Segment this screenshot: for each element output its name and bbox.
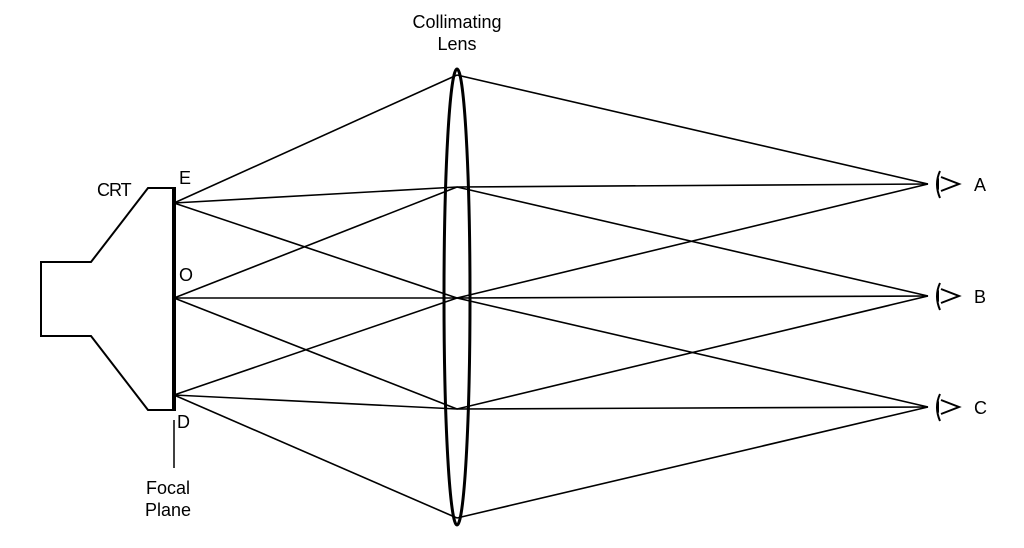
lens-title-line2: Lens bbox=[437, 34, 477, 54]
point-o-label: O bbox=[179, 265, 194, 285]
ray-lens-to-B bbox=[456, 295, 929, 299]
lens-title-line1: Collimating bbox=[412, 12, 502, 32]
focal-plane-line2: Plane bbox=[144, 500, 192, 520]
eye-icon-B bbox=[936, 282, 962, 311]
eye-icon-C bbox=[936, 393, 962, 422]
viewer-b-label: B bbox=[974, 287, 987, 307]
ray-D-to-lens bbox=[173, 394, 458, 410]
ray-D-to-lens bbox=[173, 394, 458, 519]
crt-outline bbox=[40, 187, 175, 411]
ray-lens-to-C bbox=[456, 406, 929, 410]
crt-label: CRT bbox=[97, 180, 132, 200]
point-e-label: E bbox=[179, 168, 192, 188]
ray-lens-to-C bbox=[456, 406, 929, 519]
ray-lens-to-B bbox=[456, 295, 929, 410]
ray-O-to-lens bbox=[173, 186, 458, 299]
eye-icon-A bbox=[936, 170, 962, 199]
viewer-a-label: A bbox=[974, 175, 987, 195]
ray-E-to-lens bbox=[173, 202, 458, 299]
collimating-lens bbox=[442, 67, 472, 527]
ray-D-to-lens bbox=[173, 297, 458, 396]
point-d-label: D bbox=[177, 412, 190, 432]
ray-E-to-lens bbox=[173, 74, 458, 204]
focal-plane-line1: Focal bbox=[145, 478, 191, 498]
light-rays bbox=[173, 74, 929, 519]
ray-E-to-lens bbox=[173, 186, 458, 204]
ray-lens-to-A bbox=[456, 183, 929, 188]
ray-O-to-lens bbox=[173, 297, 458, 410]
viewer-c-label: C bbox=[974, 398, 987, 418]
ray-lens-to-A bbox=[456, 183, 929, 299]
ray-lens-to-A bbox=[456, 74, 929, 185]
